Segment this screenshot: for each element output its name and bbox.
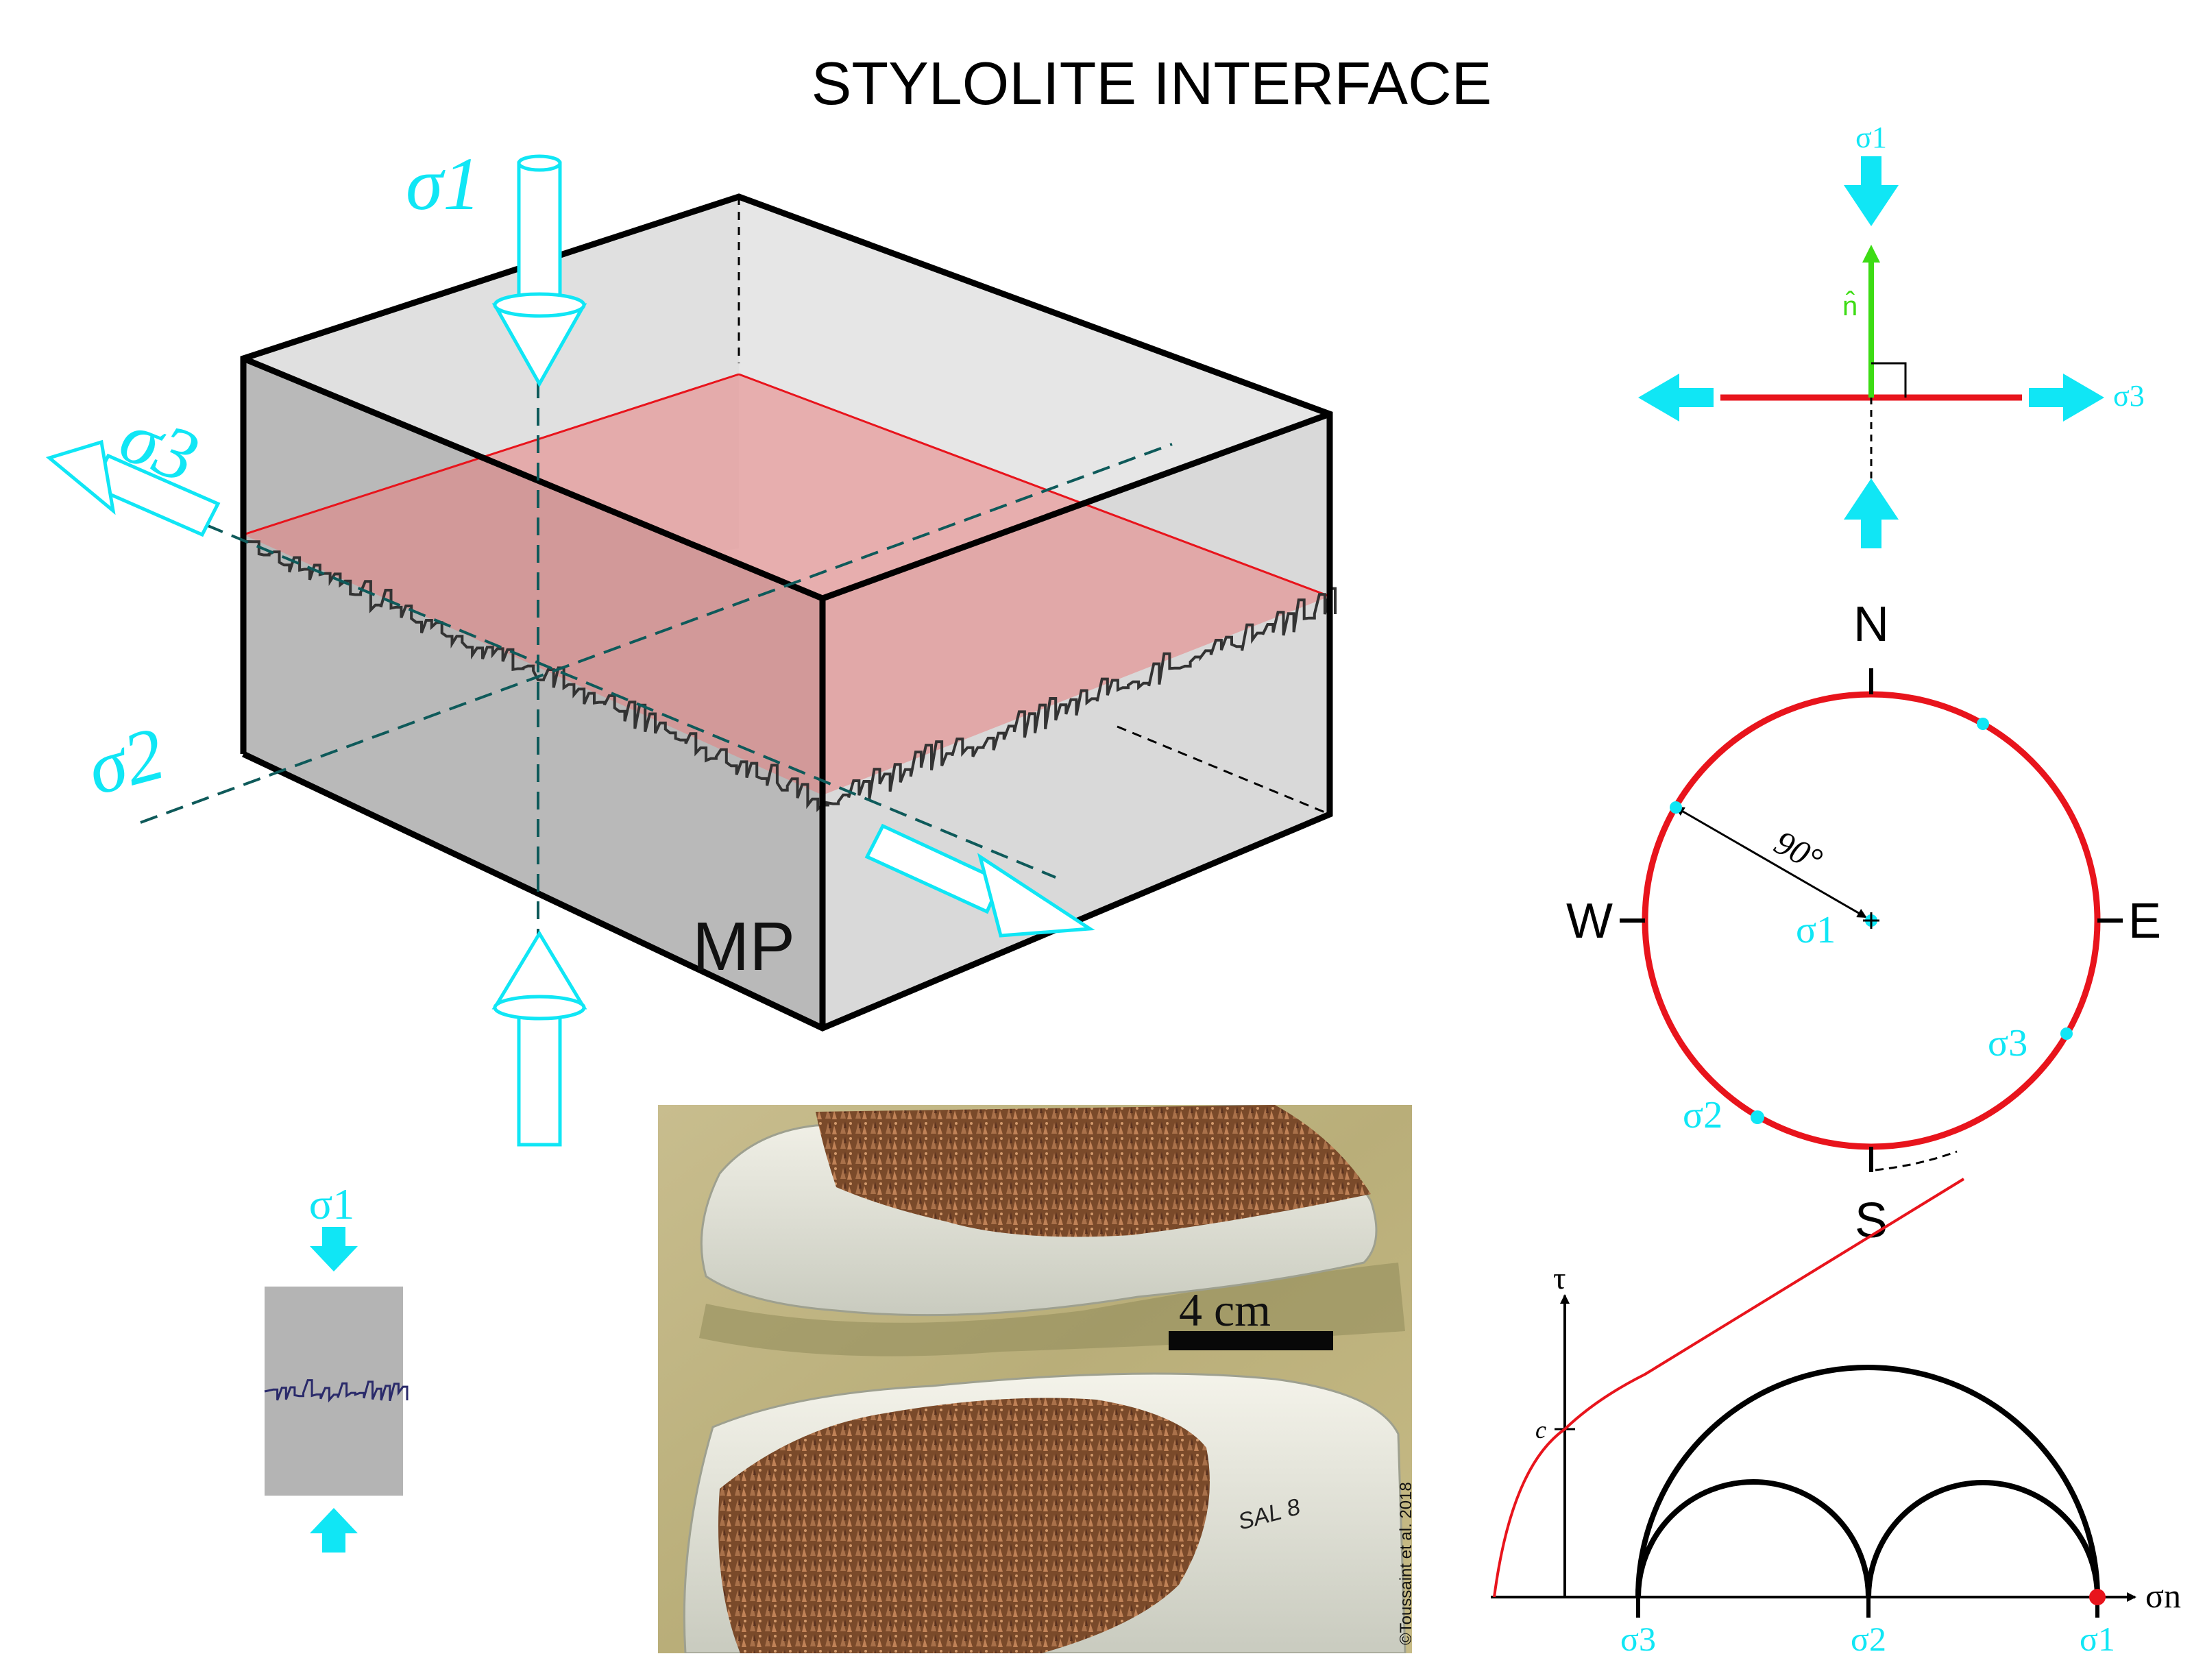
stereonet-east: E [2128,894,2161,949]
sigma3-arrow [45,439,221,537]
stereonet-sigma1-label: σ1 [1796,909,1836,951]
scale-bar [1169,1331,1333,1350]
plane-normal-diagram [1638,156,2104,548]
sigma1-point [2089,1589,2106,1605]
plane-sigma1-bottom-arrow [1844,478,1899,548]
normal-label: n̂ [1842,290,1857,321]
stereonet-north: N [1853,597,1889,652]
sigma2-front-arrow [864,823,1095,938]
mohr-sigma2-label: σ2 [1851,1620,1886,1658]
mohr-sigma3-label: σ3 [1620,1620,1656,1658]
stylolite-trace-left [243,540,829,812]
cohesion-label: c [1535,1416,1546,1444]
pole-sigma3 [2060,1027,2073,1040]
small-sample [264,1227,409,1553]
block-sigma2-label: σ2 [79,711,173,811]
plane-sigma3-right-arrow [2029,374,2104,422]
stereonet-west: W [1566,894,1613,949]
right-angle-mark [1871,362,1907,398]
page-title: STYLOLITE INTERFACE [812,49,1492,117]
mohr-circle-large [1635,1365,2100,1598]
sigma1-top-arrow [491,154,587,388]
stereonet-sigma2-label: σ2 [1683,1094,1722,1136]
small-sigma1-top-arrow [310,1227,358,1271]
plane-sigma1-label: σ1 [1855,121,1887,154]
angle-label: 90° [1768,823,1829,879]
block-sigma1-label: σ1 [406,142,480,226]
tau-label: τ [1553,1261,1566,1295]
stereonet-sigma3-label: σ3 [1988,1022,2027,1064]
plane-sigma3-label: σ3 [2113,379,2145,413]
plane-sigma3-left-arrow [1638,374,1714,422]
small-sigma1-bottom-arrow [310,1508,358,1553]
sigma-n-label: σn [2145,1576,2181,1615]
angle-arrow [1674,806,1867,918]
plane-sigma1-top-arrow [1844,156,1899,226]
small-sigma1-label: σ1 [309,1180,355,1228]
stereonet-south: S [1855,1193,1888,1248]
failure-envelope [1493,1178,1965,1598]
stereonet [1620,668,2123,1172]
mohr-circle-small-right [1866,1480,2100,1598]
pole-sigma2 [1751,1110,1764,1124]
pole-point-w [1670,801,1682,814]
mp-label: MP [692,908,795,985]
mohr-circle-small-left [1635,1479,1871,1598]
scale-label: 4 cm [1179,1284,1271,1336]
mohr-diagram [1491,1178,2136,1618]
pole-point-ne [1977,718,1989,730]
sigma1-bottom-arrow [491,930,587,1147]
stylolite-photo: 4 cm SAL 8 [658,1105,1412,1653]
mohr-sigma1-label: σ1 [2080,1620,2115,1658]
stylolite-trace-right [822,587,1337,805]
